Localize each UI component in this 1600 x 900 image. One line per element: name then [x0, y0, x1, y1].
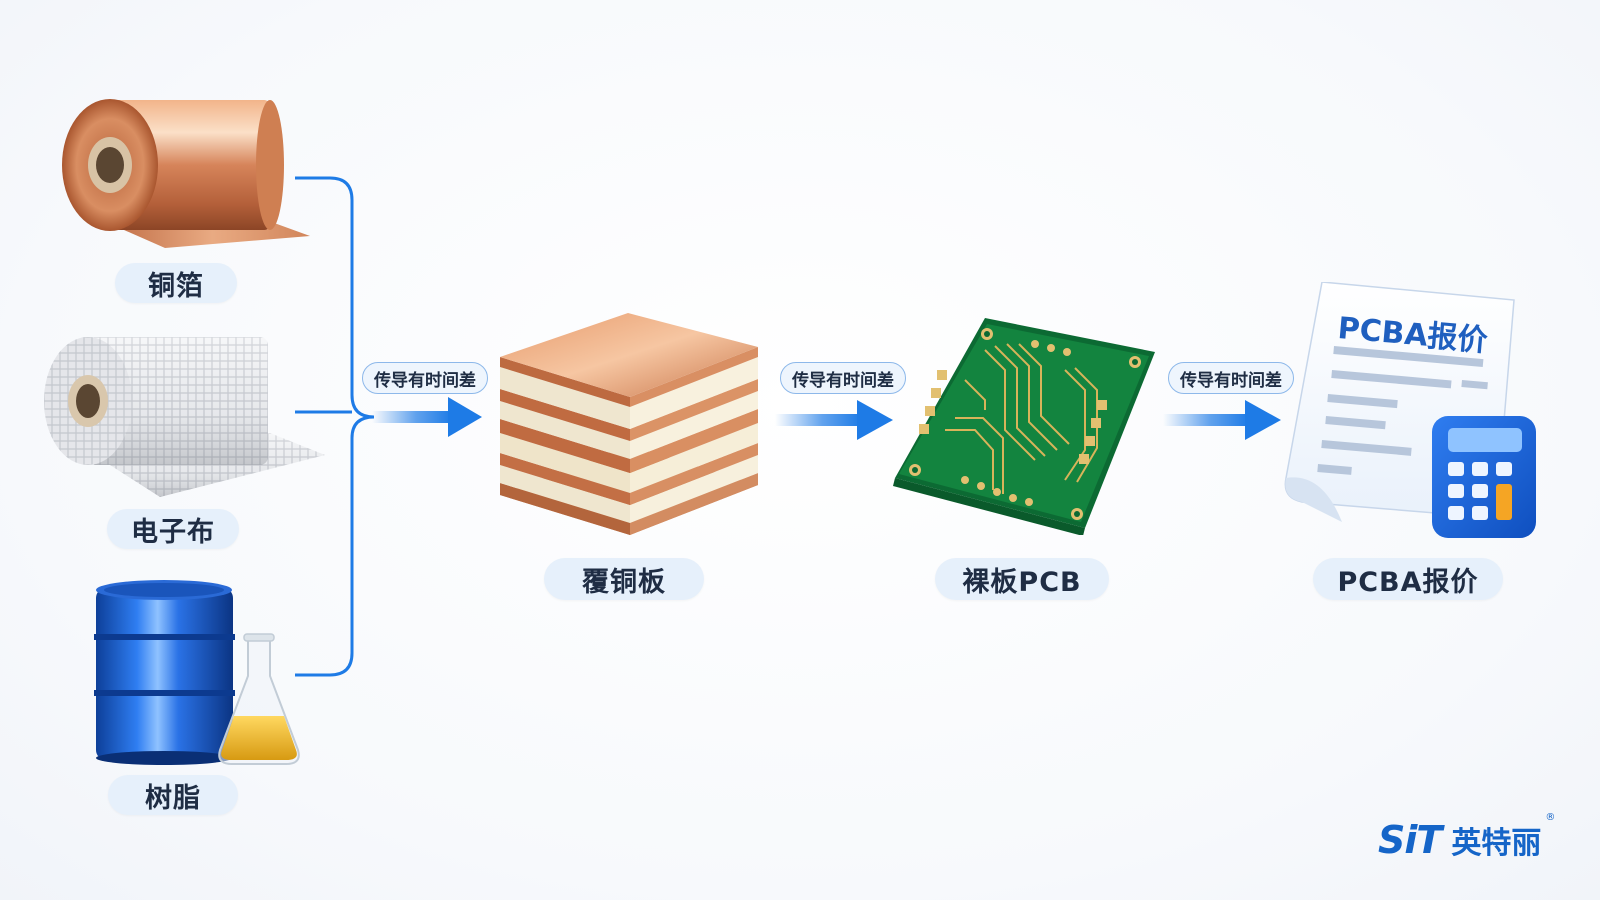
delay-label-1: 传导有时间差: [362, 362, 488, 394]
brand-name: 英特丽: [1451, 826, 1542, 861]
delay-label-2: 传导有时间差: [780, 362, 906, 394]
resin-label: 树脂: [108, 775, 238, 815]
glass-cloth-label: 电子布: [107, 509, 239, 549]
arrow-3-icon: [1163, 400, 1281, 440]
calculator-icon: [1432, 416, 1536, 538]
arrow-1-icon: [372, 397, 482, 437]
glass-cloth-roll-icon: [44, 337, 325, 497]
copper-roll-icon: [62, 99, 310, 248]
delay-label-3: 传导有时间差: [1168, 362, 1294, 394]
brand-mark: SiT: [1378, 818, 1442, 862]
flask-icon: [218, 633, 300, 765]
copper-clad-laminate-icon: [500, 313, 758, 535]
arrow-2-icon: [775, 400, 893, 440]
merge-connector: [295, 176, 375, 677]
pcb-board-icon: [893, 318, 1155, 535]
ccl-label: 覆铜板: [544, 558, 704, 600]
bare-pcb-label: 裸板PCB: [935, 558, 1109, 600]
copper-foil-label: 铜箔: [115, 263, 237, 303]
registered-mark: ®: [1545, 812, 1556, 823]
resin-barrel-icon: [94, 580, 235, 765]
brand-logo: SiT 英特丽 ®: [1378, 812, 1555, 862]
pcba-quote-label: PCBA报价: [1313, 558, 1503, 600]
